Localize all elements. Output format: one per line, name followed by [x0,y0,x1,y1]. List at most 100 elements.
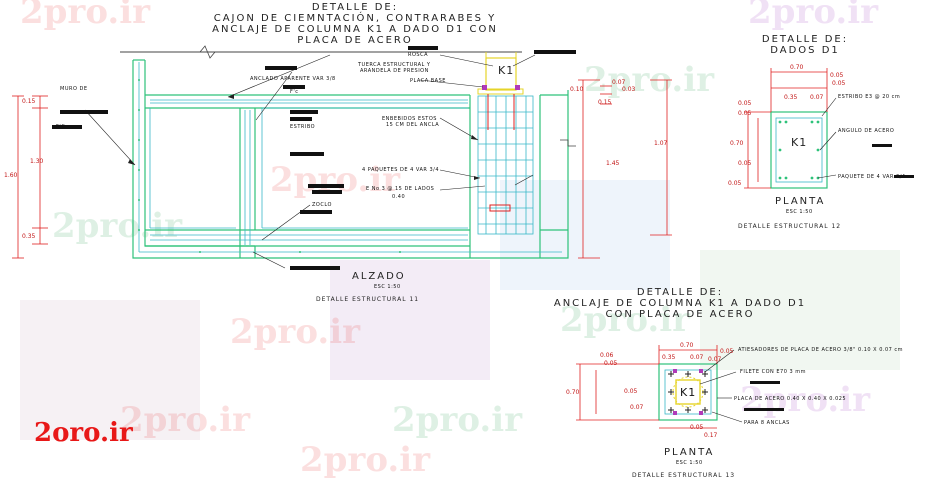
detail-13-title: DETALLE DE: ANCLAJE DE COLUMNA K1 A DADO… [530,287,830,320]
dim-label: 1.60 [4,172,18,179]
rebar-lines [138,62,562,253]
note-bar [408,46,438,50]
leader-arrowheads [128,94,480,180]
note-rosca: ROSCA [408,52,428,58]
note-zoclo: ZOCLO [312,202,332,208]
site-logo: 2oro.ir [34,418,133,448]
title-line: CON PLACA DE ACERO [605,309,755,320]
note-paquete: PAQUETE DE 4 VAR 3/4 [838,174,906,180]
dim-label: 0.35 [784,94,798,101]
dado-stirrup [775,117,823,183]
note-tuerca: TUERCA ESTRUCTURAL Y [358,62,431,68]
detail-13-leaders [699,349,743,423]
dim-label: 0.05 [830,72,844,79]
detail-12-title: DETALLE DE: DADOS D1 [740,34,870,56]
dim-label: 0.05 [738,160,752,167]
note-bar [60,110,108,114]
column-label-k1: K1 [791,136,808,149]
note-muro: MURO DE [60,86,88,92]
note-angulo: ANGULO DE ACERO [838,128,895,134]
detail-11-view-label: ALZADO [352,271,406,282]
note-anclado: ANCLADO APARENTE VAR 3/8 [250,76,336,82]
dim-label: 0.17 [704,432,718,439]
note-bar [300,210,332,214]
title-line: DETALLE DE: [311,2,399,13]
note-e-no: E No 3 @ 15 DE LADOS [366,186,435,192]
stirrup-marks [138,79,401,253]
steel-column-k1 [477,52,524,212]
note-atiesadores: ATIESADORES DE PLACA DE ACERO 3/8" 0.10 … [738,347,904,353]
dim-label: 0.07 [630,404,644,411]
stiffener-marks [673,369,703,415]
dado-outline [770,111,828,189]
note-filete: FILETE CON E70 3 mm [740,369,806,375]
note-estribo-12: ESTRIBO E3 @ 20 cm [838,94,901,100]
dim-label: 0.15 [22,98,36,105]
dim-label: 0.10 [570,86,584,93]
title-line: ANCLAJE DE COLUMNA K1 A DADO D1 [553,298,807,309]
detail-12-scale: ESC 1:50 [786,209,813,215]
detail-12-view-label: PLANTA [775,196,826,207]
dim-label: 0.70 [730,140,744,147]
note-cm-ancla: 15 CM DEL ANCLA [386,122,440,128]
note-bar [290,117,312,121]
note-bar [52,125,82,129]
title-line: PLACA DE ACERO [297,35,413,46]
plate-outline [658,363,718,421]
dim-label: 0.70 [680,342,694,349]
note-bar [312,190,342,194]
title-line: DETALLE DE: [761,34,849,45]
note-estribo: ESTRIBO [290,124,316,130]
detail-13-caption: DETALLE ESTRUCTURAL 13 [632,472,736,479]
detail-11-title: DETALLE DE: CAJON DE CIEMNTACIÓN, CONTRA… [200,2,510,46]
note-bar [290,152,324,156]
dim-label: 0.07 [810,94,824,101]
note-fc2: F'c [290,89,299,95]
dim-label: 0.06 [600,352,614,359]
detail-13-dimensions [576,345,718,429]
dim-label: 0.05 [624,388,638,395]
note-bar [750,381,780,384]
dim-label: 0.05 [604,360,618,367]
dim-label: 0.70 [790,64,804,71]
dim-label: 0.07 [612,79,626,86]
note-bar [265,66,297,70]
dim-label: 0.05 [720,348,734,355]
column-label-k1: K1 [680,386,697,399]
title-line: DETALLE DE: [636,287,724,298]
detail-12-dimensions [744,68,828,189]
dim-label: 0.07 [708,356,722,363]
dim-label: 0.35 [662,354,676,361]
dado-bars [778,120,820,180]
detail-12-caption: DETALLE ESTRUCTURAL 12 [738,223,842,230]
note-bar [290,266,340,270]
dim-label: 0.05 [728,180,742,187]
dim-label: 0.70 [566,389,580,396]
dim-label: 0.05 [738,110,752,117]
title-line: ANCLAJE DE COLUMNA K1 A DADO D1 CON [212,24,498,35]
plate-inner [664,369,712,415]
dimension-lines [12,79,672,259]
note-bar [872,144,892,147]
note-bar [308,184,344,188]
column-section [675,379,701,405]
column-label-k1: K1 [498,64,515,77]
note-bar [894,175,914,178]
dim-label: 0.05 [690,424,704,431]
detail-11-scale: ESC 1:50 [374,284,401,290]
note-arandela: ARANDELA DE PRESION [360,68,429,74]
detail-13-view-label: PLANTA [664,447,715,458]
dim-label: 0.05 [832,80,846,87]
note-placa-base: PLACA BASE [410,78,446,84]
dim-label: 0.07 [690,354,704,361]
dim-label: 0.35 [22,233,36,240]
detail-11-caption: DETALLE ESTRUCTURAL 11 [316,296,420,303]
note-embebidos: ENBEBIDOS ESTOS [382,116,437,122]
break-marks [199,45,576,147]
note-bracket: 0.40 [392,194,406,200]
note-bar [283,85,305,89]
